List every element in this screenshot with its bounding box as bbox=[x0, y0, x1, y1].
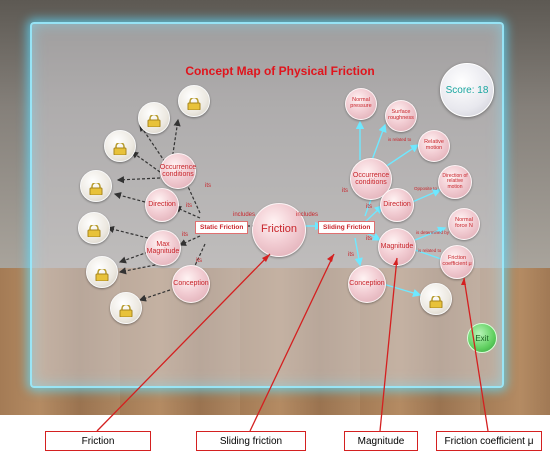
right-node-conception[interactable]: Conception bbox=[348, 265, 386, 303]
relation-its: its bbox=[186, 203, 192, 209]
locked-node[interactable] bbox=[86, 256, 118, 288]
static-friction-tag[interactable]: Static Friction bbox=[195, 221, 249, 234]
leaf-normal-force[interactable]: Normal force N bbox=[448, 208, 480, 240]
relation-its: its bbox=[342, 188, 348, 194]
sliding-friction-tag[interactable]: Sliding Friction bbox=[318, 221, 376, 234]
lock-icon bbox=[87, 225, 101, 237]
locked-node[interactable] bbox=[110, 292, 142, 324]
edge-label-related: is related to bbox=[418, 248, 442, 253]
center-node-friction[interactable]: Friction bbox=[252, 203, 306, 257]
page-title: Concept Map of Physical Friction bbox=[185, 64, 375, 78]
locked-node[interactable] bbox=[80, 170, 112, 202]
ar-scene: Concept Map of Physical Friction Score: … bbox=[0, 0, 550, 415]
lock-icon bbox=[119, 305, 133, 317]
relation-its: its bbox=[196, 258, 202, 264]
locked-node[interactable] bbox=[104, 130, 136, 162]
left-node-conception[interactable]: Conception bbox=[172, 265, 210, 303]
leaf-surface-roughness[interactable]: Surface roughness bbox=[385, 100, 417, 132]
locked-node[interactable] bbox=[138, 102, 170, 134]
right-node-magnitude[interactable]: Magnitude bbox=[378, 228, 416, 266]
relation-includes-right: includes bbox=[296, 212, 319, 218]
right-node-direction[interactable]: Direction bbox=[380, 188, 414, 222]
locked-node[interactable] bbox=[420, 283, 452, 315]
callout-sliding-friction: Sliding friction bbox=[196, 431, 306, 451]
relation-includes-left: includes bbox=[233, 212, 256, 218]
left-node-occurrence[interactable]: Occurrence conditions bbox=[160, 153, 196, 189]
callout-friction: Friction bbox=[45, 431, 151, 451]
locked-node[interactable] bbox=[178, 85, 210, 117]
lock-icon bbox=[429, 296, 443, 308]
relation-its: its bbox=[348, 252, 354, 258]
left-node-direction[interactable]: Direction bbox=[145, 188, 179, 222]
leaf-direction-relative-motion[interactable]: Direction of relative motion bbox=[438, 165, 472, 199]
score-display: Score: 18 bbox=[440, 63, 494, 117]
callout-magnitude: Magnitude bbox=[344, 431, 418, 451]
lock-icon bbox=[187, 98, 201, 110]
callout-friction-coefficient: Friction coefficient μ bbox=[436, 431, 542, 451]
edge-label-opposite: Opposite to bbox=[414, 186, 438, 191]
edge-label-related: is related to bbox=[388, 137, 412, 142]
lock-icon bbox=[113, 143, 127, 155]
lock-icon bbox=[147, 115, 161, 127]
left-node-max-magnitude[interactable]: Max Magnitude bbox=[145, 230, 181, 266]
leaf-normal-pressure[interactable]: Normal pressure bbox=[345, 88, 377, 120]
relation-its: its bbox=[366, 236, 372, 242]
relation-its: its bbox=[366, 204, 372, 210]
edge-label-determined: is determined by bbox=[416, 230, 450, 235]
relation-its: its bbox=[182, 232, 188, 238]
lock-icon bbox=[89, 183, 103, 195]
exit-button[interactable]: Exit bbox=[467, 323, 497, 353]
leaf-relative-motion[interactable]: Relative motion bbox=[418, 130, 450, 162]
leaf-friction-coefficient[interactable]: Friction coefficient μ bbox=[440, 245, 474, 279]
locked-node[interactable] bbox=[78, 212, 110, 244]
lock-icon bbox=[95, 269, 109, 281]
relation-its: its bbox=[205, 183, 211, 189]
